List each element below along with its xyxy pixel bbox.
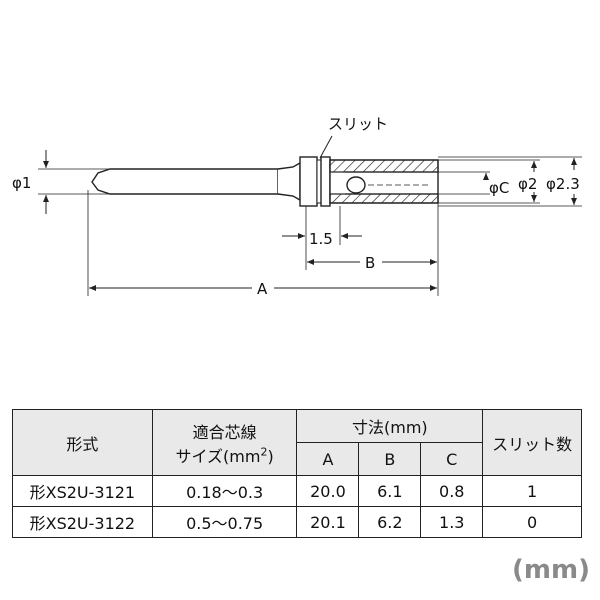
header-wire-size: 適合芯線 サイズ(mm2) [151,409,298,476]
table-row: 形XS2U-3122 0.5〜0.75 20.1 6.2 1.3 0 [12,506,582,538]
phiC-label: φC [489,179,509,197]
header-model: 形式 [12,409,153,476]
cell-b: 6.1 [358,475,422,507]
header-wire-size-sup: 2 [260,445,268,459]
pin-drawing: φ1 スリット φC φ2 φ2.3 1.5 B A [12,115,582,298]
cell-slits: 0 [482,506,582,538]
header-wire-size-close: ) [267,446,274,466]
units-label: (mm) [512,555,590,585]
table-row: 形XS2U-3121 0.18〜0.3 20.0 6.1 0.8 1 [12,475,582,507]
header-col-b: B [358,442,422,476]
header-wire-size-line2: サイズ(mm [175,446,261,466]
cell-c: 1.3 [420,506,484,538]
barrel-wall-top [329,159,439,173]
dimA-label: A [257,280,268,298]
header-wire-size-line1: 適合芯線 [192,422,257,442]
header-slit-count: スリット数 [482,409,582,476]
cell-a: 20.0 [296,475,360,507]
phi2-label: φ2 [518,175,537,193]
cell-model: 形XS2U-3122 [12,506,153,538]
slit-label: スリット [328,115,388,133]
phi23-label: φ2.3 [546,175,580,193]
pin-tip [91,168,279,195]
phi1-label: φ1 [12,174,31,192]
cell-slits: 1 [482,475,582,507]
cell-a: 20.1 [296,506,360,538]
cell-wire-size: 0.18〜0.3 [151,475,298,507]
collar-left [299,156,318,207]
spec-table: 形式 適合芯線 サイズ(mm2) 寸法(mm) スリット数 A B C 形XS2… [12,409,582,538]
dim15-label: 1.5 [309,230,333,248]
slit-leader [319,135,333,159]
dimB-label: B [365,254,375,272]
pin-neck [277,161,301,202]
cell-b: 6.2 [358,506,422,538]
barrel-wall-bottom [329,193,439,204]
header-col-a: A [296,442,360,476]
cell-model: 形XS2U-3121 [12,475,153,507]
collar-right [320,156,331,207]
header-col-c: C [420,442,484,476]
cell-wire-size: 0.5〜0.75 [151,506,298,538]
cell-c: 0.8 [420,475,484,507]
inspection-hole [346,176,366,194]
header-dimensions: 寸法(mm) [296,409,484,443]
